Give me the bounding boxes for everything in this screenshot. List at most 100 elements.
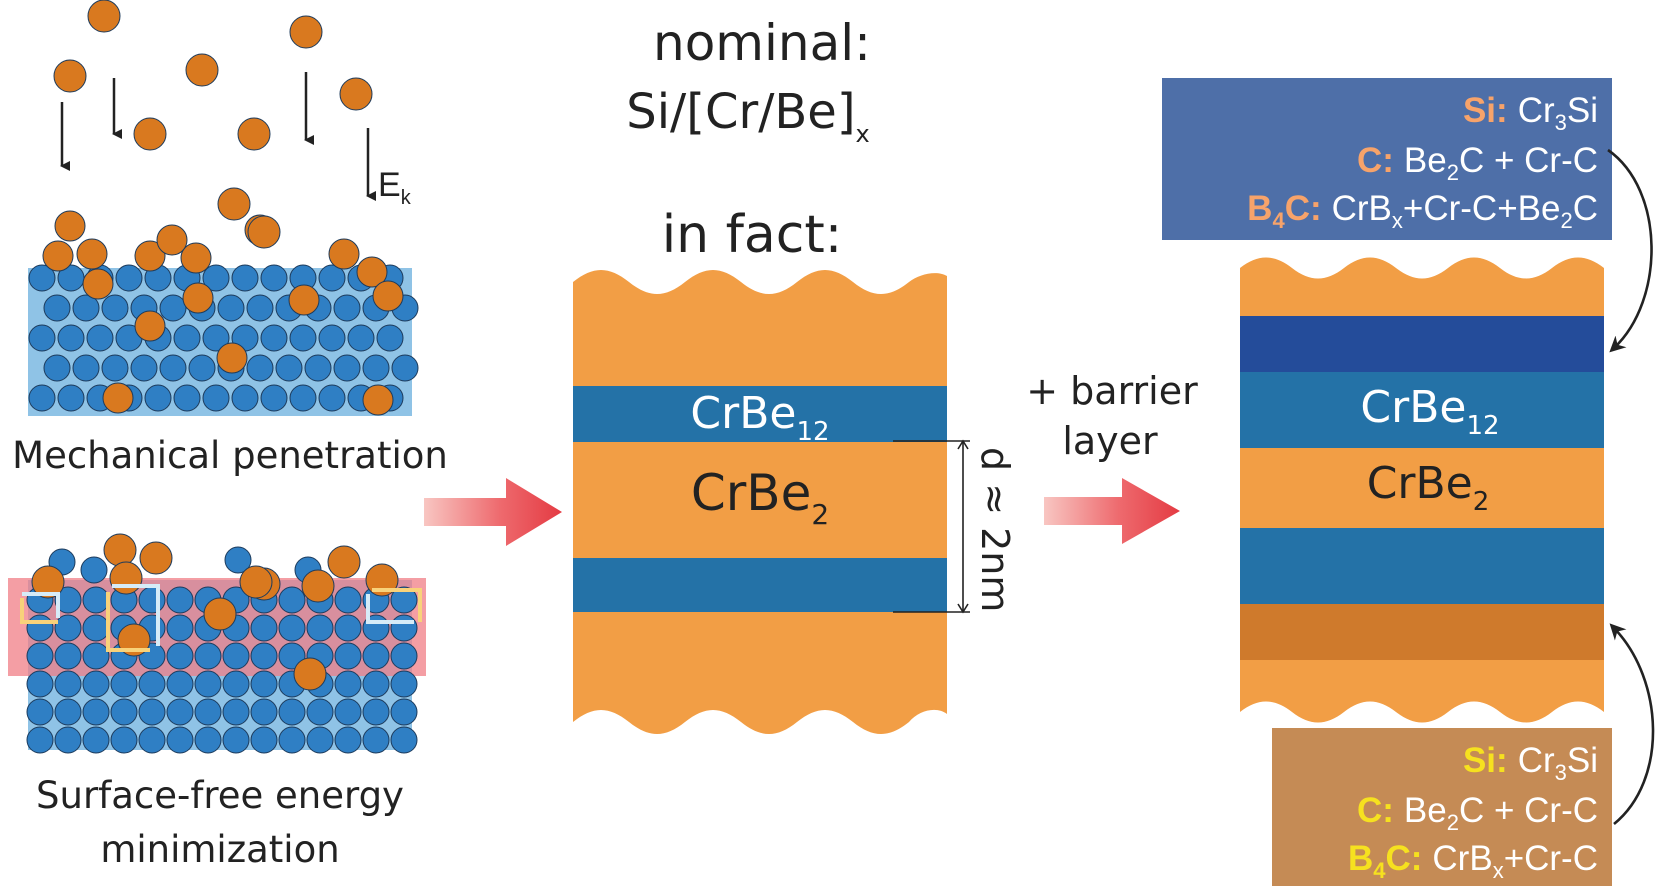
blue-layer-lower [573,558,947,612]
blue-atom [278,726,306,754]
blue-atom [54,726,82,754]
falling-orange-atom [53,59,87,93]
blue-atom [334,698,362,726]
blue-atom [166,642,194,670]
blue-atom [362,354,390,382]
blue-atom [26,670,54,698]
blue-atom [278,586,306,614]
orange-atom [156,224,188,256]
surface-energy-illustration [8,533,426,754]
blue-atom [26,726,54,754]
blue-atom [318,384,346,412]
crbe2-label-right: CrBe2 [1367,458,1490,517]
blue-atom [250,670,278,698]
orange-atom [203,597,237,631]
barrier-multilayer-stack [1240,257,1604,723]
blue-atom [334,642,362,670]
falling-orange-atom [217,187,251,221]
blue-atom [390,726,418,754]
blue-atom [289,384,317,412]
blue-atom [318,324,346,352]
orange-atom [54,210,86,242]
blue-atom [80,556,108,584]
top-box-text: Si:Cr3Si C:Be2C + Cr-C B4C:CrBx+Cr-C+Be2… [1247,91,1598,233]
orange-atom [372,280,404,312]
bottom-box-row-b4c: B4C:CrBx+Cr-C [1348,839,1598,883]
blue-atom [231,384,259,412]
blue-atom [250,614,278,642]
blue-atom [159,354,187,382]
falling-orange-atom [133,117,167,151]
blue-atom [82,614,110,642]
blue-atom [217,294,245,322]
blue-atom [334,726,362,754]
orange-atom [239,565,273,599]
orange-atom [293,657,327,691]
blue-atom [222,642,250,670]
blue-atom [194,698,222,726]
period-label: d ≈ 2nm [973,447,1017,612]
blue-atom [138,698,166,726]
blue-atom [222,670,250,698]
falling-orange-atom [339,77,373,111]
nominal-formula: Si/[Cr/Be]x [626,84,870,148]
falling-orange-atom [87,0,121,33]
blue-atom [246,354,274,382]
blue-atom [222,726,250,754]
in-fact-label: in fact: [662,205,843,265]
blue-atom [54,670,82,698]
orange-atom [102,382,134,414]
falling-orange-atom [289,15,323,49]
blue-atom [173,384,201,412]
orange-atom [362,384,394,416]
bottom-box-row-c: C:Be2C + Cr-C [1357,791,1598,835]
blue-atom [26,642,54,670]
blue-atom [224,546,252,574]
blue-atom [82,642,110,670]
orange-atom [42,240,74,272]
blue-atom [166,586,194,614]
blue-atom [54,698,82,726]
curved-arrow-top [1607,148,1653,353]
blue-atom [278,614,306,642]
orange-atom [109,561,143,595]
period-dimension [893,439,970,614]
barrier-label-line2: layer [1062,419,1158,463]
blue-atom [202,264,230,292]
blue-atom [334,670,362,698]
orange-atom [301,569,335,603]
blue-atom [28,324,56,352]
transition-arrow-right [1044,478,1180,544]
blue-atom [110,726,138,754]
orange-atom [134,240,166,272]
crbe12-label-middle: CrBe12 [690,388,829,447]
blue-atom [72,294,100,322]
blue-atom [250,726,278,754]
blue-atom [72,354,100,382]
blue-atom [275,354,303,382]
blue-atom [390,698,418,726]
blue-atom [110,670,138,698]
blue-atom [334,614,362,642]
mechanical-penetration-illustration: Ek [28,0,419,416]
kinetic-energy-label: Ek [378,166,412,209]
blue-atom [101,294,129,322]
blue-atom [54,586,82,614]
blue-atom [28,384,56,412]
blue-atom [250,642,278,670]
bottom-box-text: Si:Cr3Si C:Be2C + Cr-C B4C:CrBx+Cr-C [1348,741,1598,883]
top-box-row-si: Si:Cr3Si [1463,91,1598,135]
blue-atom [138,586,166,614]
blue-atom [334,586,362,614]
blue-atom [110,698,138,726]
blue-atom [26,614,54,642]
blue-atom [130,354,158,382]
blue-atom [390,642,418,670]
orange-atom [82,268,114,300]
top-barrier-compounds-box [1162,78,1612,240]
blue-atom [28,264,56,292]
blue-atom [222,698,250,726]
crbe12-layer [573,386,947,442]
blue-atom [304,354,332,382]
orange-atom [216,342,248,374]
